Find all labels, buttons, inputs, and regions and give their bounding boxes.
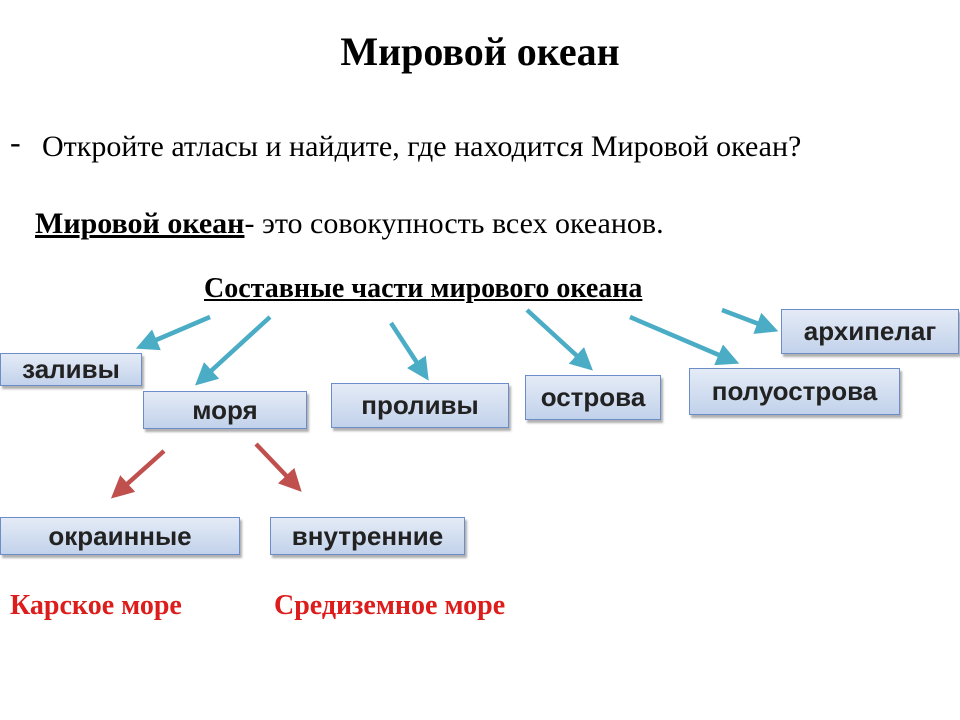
example-inland-sea: Средиземное море bbox=[274, 590, 506, 621]
diagram-heading: Составные части мирового океана bbox=[204, 273, 643, 304]
box-seas: моря bbox=[143, 391, 307, 429]
definition: Мировой океан- это совокупность всех оке… bbox=[35, 205, 664, 243]
box-archipelago: архипелаг bbox=[781, 309, 959, 354]
arrow-to-marginal bbox=[110, 449, 166, 499]
box-straits: проливы bbox=[331, 383, 509, 428]
arrow-to-archipelago bbox=[721, 307, 779, 334]
question-text: Откройте атласы и найдите, где находится… bbox=[42, 130, 802, 163]
arrow-to-islands bbox=[525, 308, 593, 371]
arrow-to-inland bbox=[254, 442, 302, 492]
box-islands: острова bbox=[525, 375, 661, 420]
box-gulfs: заливы bbox=[0, 353, 142, 386]
arrow-to-gulfs bbox=[135, 314, 211, 351]
box-inland-seas: внутренние bbox=[270, 517, 465, 555]
arrow-to-seas bbox=[195, 315, 272, 386]
box-peninsulas: полуострова bbox=[689, 368, 900, 415]
page-title: Мировой океан bbox=[340, 29, 620, 74]
definition-term: Мировой океан bbox=[35, 207, 245, 240]
arrow-to-peninsulas bbox=[629, 314, 740, 366]
bullet-dash: - bbox=[10, 124, 21, 160]
arrow-to-straits bbox=[389, 321, 429, 381]
definition-text: - это совокупность всех океанов. bbox=[244, 207, 664, 240]
box-marginal-seas: окраинные bbox=[0, 517, 240, 555]
example-marginal-sea: Карское море bbox=[10, 590, 182, 621]
